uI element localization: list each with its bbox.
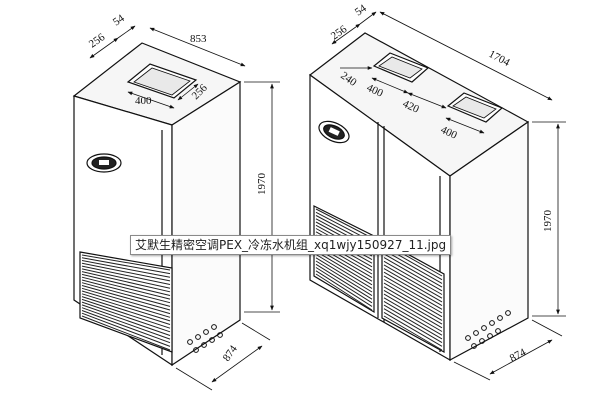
right-dim-top-width: 1704: [487, 48, 512, 69]
louvre-slat: [383, 293, 443, 329]
louvre-slat: [81, 282, 171, 307]
louvre-slat: [81, 312, 171, 347]
louvre-slat: [81, 293, 171, 322]
louvre-slat: [81, 276, 171, 300]
louvre-slat: [383, 308, 443, 344]
louvre-slat: [81, 262, 171, 282]
left-unit-controller-icon: [86, 153, 122, 173]
louvre-slat: [383, 264, 443, 299]
louvre-slat: [81, 285, 171, 311]
louvre-slat: [81, 279, 171, 304]
louvre-slat: [81, 273, 171, 296]
right-unit-controller-icon: [318, 120, 350, 144]
louvre-slat: [315, 273, 373, 311]
right-dim-top-gap: 54: [353, 2, 369, 18]
left-unit-louvre-grille: [79, 251, 173, 353]
louvre-slat: [315, 208, 373, 239]
louvre-slat: [383, 282, 443, 318]
louvre-slat: [81, 310, 171, 344]
louvre-slat: [81, 254, 171, 271]
louvre-slat: [81, 298, 171, 329]
louvre-slat: [383, 300, 443, 336]
left-unit-side-face: [171, 80, 241, 367]
louvre-slat: [81, 271, 171, 293]
louvre-slat: [383, 289, 443, 325]
louvre-slat: [81, 268, 171, 289]
louvre-slat: [383, 279, 443, 314]
louvre-slat: [315, 257, 373, 293]
louvre-slat: [383, 304, 443, 340]
louvre-slat: [383, 286, 443, 321]
louvre-slat: [383, 249, 443, 284]
louvre-slat: [383, 311, 443, 347]
louvre-slat: [81, 265, 171, 285]
right-unit-dimension-lines: [331, 11, 566, 381]
louvre-slat: [383, 275, 443, 310]
louvre-slat: [383, 253, 443, 288]
left-unit: [72, 42, 242, 367]
louvre-slat: [383, 297, 443, 332]
louvre-slat: [81, 301, 171, 333]
louvre-slat: [315, 270, 373, 307]
louvre-slat: [383, 260, 443, 295]
left-dim-top-gap: 54: [111, 12, 127, 28]
louvre-slat: [315, 263, 373, 300]
image-filename-tooltip: 艾默生精密空调PEX_冷冻水机组_xq1wjy150927_11.jpg: [130, 235, 452, 255]
louvre-slat: [383, 315, 443, 351]
louvre-slat: [383, 271, 443, 307]
louvre-slat: [81, 307, 171, 340]
louvre-slat: [81, 287, 171, 315]
louvre-slat: [315, 250, 373, 286]
left-dim-top-width: 853: [190, 33, 207, 45]
louvre-slat: [81, 315, 171, 351]
right-dim-base-depth: 874: [508, 346, 529, 365]
louvre-slat: [81, 296, 171, 325]
left-dim-base-depth: 874: [221, 343, 241, 364]
left-dim-height: 1970: [256, 173, 268, 196]
louvre-slat: [315, 254, 373, 289]
left-unit-base-holes: [187, 324, 223, 353]
louvre-slat: [315, 267, 373, 304]
right-dim-top-depth: 256: [329, 23, 350, 43]
louvre-slat: [81, 290, 171, 318]
right-unit-side-face: [449, 120, 529, 362]
louvre-slat: [81, 304, 171, 336]
louvre-slat: [383, 257, 443, 292]
louvre-slat: [81, 257, 171, 275]
louvre-slat: [315, 260, 373, 297]
louvre-slat: [81, 260, 171, 278]
left-dim-opening-width: 400: [135, 95, 152, 107]
left-unit-dimension-lines: [89, 25, 280, 391]
right-dim-height: 1970: [542, 210, 554, 233]
right-unit-base-holes: [465, 310, 511, 349]
louvre-slat: [383, 268, 443, 303]
